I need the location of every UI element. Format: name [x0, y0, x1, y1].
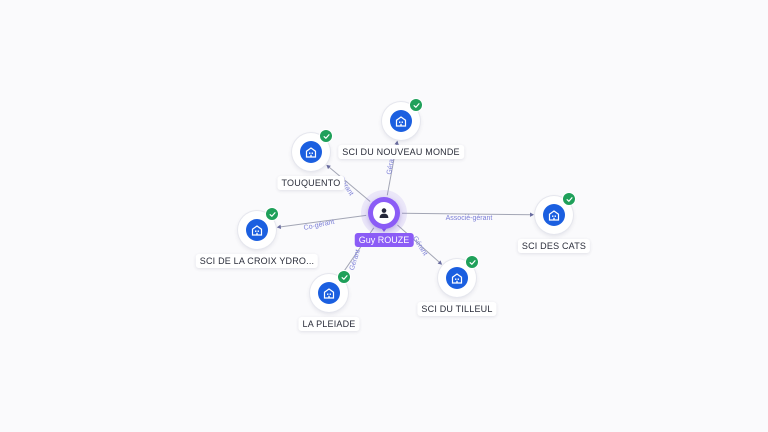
check-icon: [269, 211, 276, 217]
company-label[interactable]: LA PLEIADE: [298, 317, 360, 331]
company-icon-bg: [543, 204, 565, 226]
company-circle[interactable]: [535, 192, 576, 234]
edge-label-sci-du-tilleul: Gérant: [411, 235, 428, 257]
company-icon-bg: [318, 282, 340, 304]
company-label[interactable]: SCI DES CATS: [517, 239, 591, 253]
verified-badge: [465, 255, 479, 269]
building-icon: [323, 288, 335, 299]
company-circle[interactable]: [310, 270, 351, 312]
company-circle[interactable]: [382, 98, 423, 140]
building-icon: [548, 210, 560, 221]
check-icon: [341, 274, 348, 280]
building-icon: [395, 116, 407, 127]
person-name-label[interactable]: Guy ROUZE: [354, 233, 414, 247]
company-circle[interactable]: [238, 207, 279, 249]
edge-arrow-sci-du-nouveau-monde: [394, 140, 399, 146]
edge-arrow-sci-de-la-croix-ydro: [276, 224, 282, 229]
check-icon: [469, 259, 476, 265]
edge-label-sci-du-nouveau-monde: Gérant: [386, 153, 397, 175]
company-icon-bg: [246, 219, 268, 241]
verified-badge: [265, 207, 279, 221]
company-label[interactable]: SCI DU NOUVEAU MONDE: [338, 145, 464, 159]
edge-label-sci-de-la-croix-ydro: Co-gérant: [303, 219, 335, 232]
company-circle[interactable]: [292, 129, 333, 171]
company-icon-bg: [390, 110, 412, 132]
verified-badge: [337, 270, 351, 284]
building-icon: [251, 225, 263, 236]
edge-touquento: [326, 165, 371, 202]
check-icon: [413, 102, 420, 108]
company-circle[interactable]: [438, 255, 479, 297]
company-label[interactable]: SCI DE LA CROIX YDRO...: [195, 254, 319, 268]
company-icon-bg: [446, 267, 468, 289]
edge-sci-de-la-croix-ydro: [277, 214, 367, 228]
company-label[interactable]: TOUQUENTO: [277, 176, 345, 190]
verified-badge: [562, 192, 576, 206]
edge-arrow-touquento: [326, 164, 331, 170]
building-icon: [451, 273, 463, 284]
company-icon-bg: [300, 141, 322, 163]
edge-sci-des-cats: [401, 212, 534, 216]
edge-label-sci-des-cats: Associé-gérant: [446, 215, 493, 222]
edge-arrow-sci-du-tilleul: [437, 260, 443, 265]
company-label[interactable]: SCI DU TILLEUL: [417, 302, 497, 316]
person-avatar[interactable]: [368, 197, 400, 229]
edge-label-la-pleiade: Gérant: [349, 249, 362, 272]
person-icon: [379, 208, 389, 218]
check-icon: [566, 196, 573, 202]
check-icon: [323, 133, 330, 139]
building-icon: [305, 147, 317, 158]
verified-badge: [319, 129, 333, 143]
edge-arrow-sci-des-cats: [529, 212, 535, 217]
verified-badge: [409, 98, 423, 112]
edge-sci-du-tilleul: [397, 224, 442, 265]
